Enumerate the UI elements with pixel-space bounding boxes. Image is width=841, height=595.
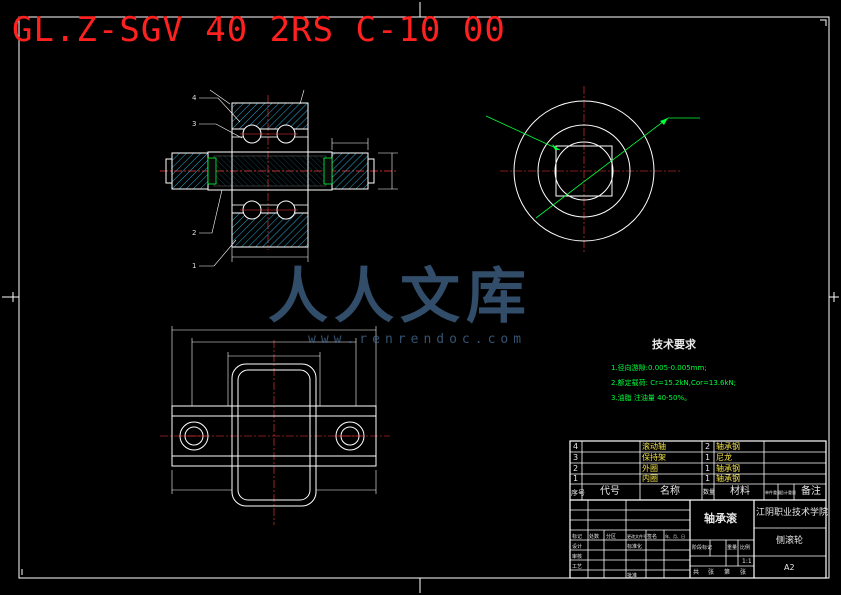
tech-requirement-3: 3.油脂 注油量 40-50%。	[611, 394, 692, 402]
parts-header-code: 代号	[600, 486, 620, 497]
parts-row-4-qty: 2	[705, 442, 711, 451]
parts-row-4-no: 4	[573, 442, 579, 451]
parts-row-1-qty: 1	[705, 474, 711, 483]
parts-row-4-material: 轴承钢	[716, 442, 740, 451]
end-view	[485, 86, 700, 252]
part-label-1: 1	[192, 262, 197, 270]
product-name: 轴承滚	[704, 512, 737, 525]
person-label-process: 工艺	[572, 564, 583, 570]
parts-header-remark: 备注	[801, 486, 821, 497]
parts-row-3-material: 尼龙	[716, 453, 732, 462]
part-name: 侧滚轮	[776, 536, 804, 546]
parts-row-2-qty: 1	[705, 464, 711, 473]
part-label-4: 4	[192, 94, 197, 102]
parts-row-3-no: 3	[573, 453, 579, 462]
stage-label-weight: 重量	[727, 545, 738, 551]
parts-row-4-name: 滚动轴	[642, 442, 666, 451]
person-label-design: 设计	[572, 544, 583, 550]
sheet-label-sheets: 张	[708, 569, 715, 576]
part-label-3: 3	[192, 120, 197, 128]
sheet-label-sheet: 张	[740, 569, 747, 576]
part-label-2: 2	[192, 229, 197, 237]
scale-value: 1:1	[742, 558, 752, 565]
person-label-approve: 批准	[627, 573, 638, 579]
parts-row-1-material: 轴承钢	[716, 474, 740, 483]
section-view	[160, 89, 398, 267]
parts-header-total-weight: 总计重量	[780, 490, 796, 495]
parts-row-2-no: 2	[573, 464, 579, 473]
parts-row-3-qty: 1	[705, 453, 711, 462]
stage-label-mark: 阶段标记	[692, 545, 713, 551]
tech-requirement-1: 1.径向游隙:0.005-0.005mm;	[611, 364, 707, 372]
drawing-code-title: GL.Z-SGV 40 2RS C-10 00	[12, 10, 506, 50]
parts-header-no: 序号	[571, 489, 585, 497]
school-name: 江阴职业技术学院	[756, 508, 829, 518]
sheet-size: A2	[784, 563, 795, 572]
parts-header-material: 材料	[730, 486, 750, 497]
parts-row-3-name: 保持架	[642, 453, 666, 462]
parts-row-1-name: 内圈	[642, 474, 658, 483]
sign-label-5: 年、月、日	[665, 534, 685, 539]
sign-label-4: 签名	[647, 534, 658, 540]
parts-row-2-name: 外圈	[642, 464, 658, 473]
tech-requirements-title: 技术要求	[652, 338, 696, 351]
parts-header-qty: 数量	[703, 489, 716, 496]
sign-label-2: 分区	[606, 534, 617, 540]
parts-row-2-material: 轴承钢	[716, 464, 740, 473]
plan-view	[160, 326, 390, 525]
parts-header-unit-weight: 单件重量	[765, 490, 781, 495]
sign-label-3: 更改文件号	[627, 534, 647, 539]
person-label-standard: 标准化	[627, 544, 643, 550]
tech-requirement-2: 2.额定载荷: Cr=15.2kN,Cor=13.6kN;	[611, 379, 737, 387]
sign-label-1: 处数	[589, 534, 600, 540]
title-block	[569, 440, 827, 579]
parts-header-name: 名称	[660, 486, 680, 497]
parts-row-1-no: 1	[573, 474, 579, 483]
sign-label-0: 标记	[572, 534, 583, 540]
stage-label-scale: 比例	[740, 545, 751, 551]
person-label-review: 审核	[572, 554, 583, 560]
sheet-label-total: 共	[693, 569, 700, 576]
sheet-label-no: 第	[724, 569, 731, 576]
